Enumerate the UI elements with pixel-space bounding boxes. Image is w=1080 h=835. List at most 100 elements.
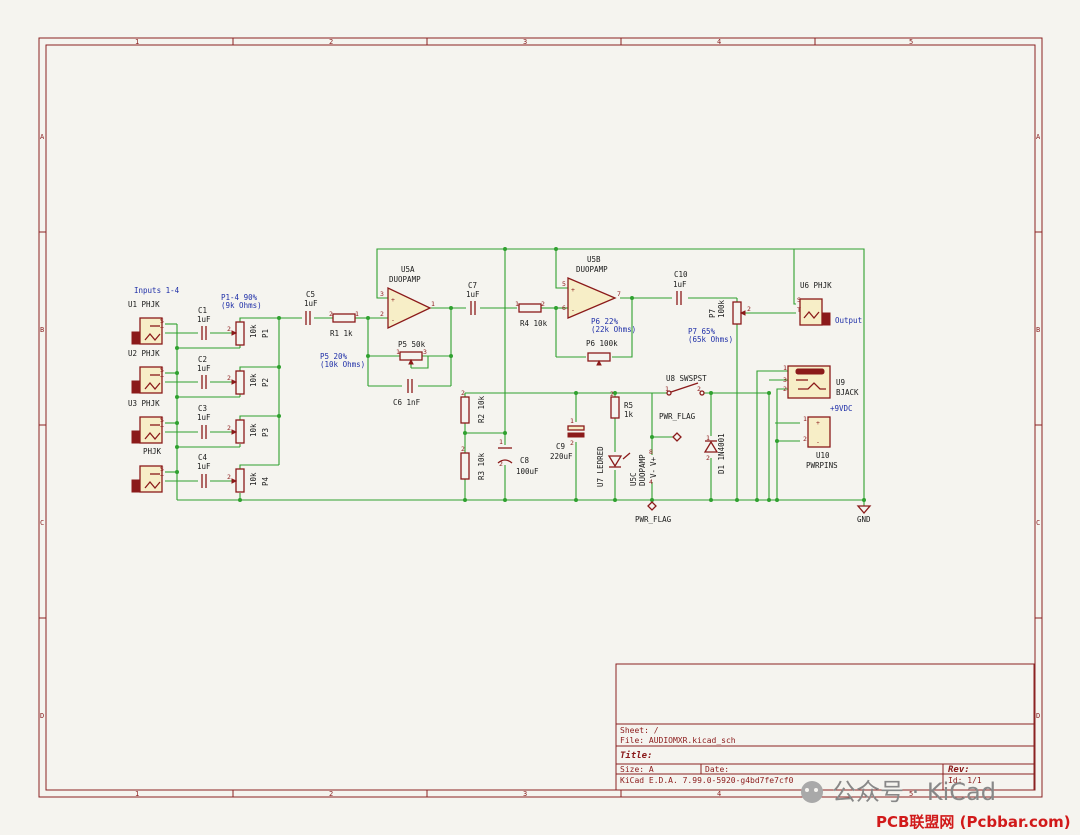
- svg-text:S: S: [160, 416, 164, 424]
- jack-u4[interactable]: [131, 465, 163, 493]
- potentiometer-p6[interactable]: [587, 352, 611, 366]
- svg-text:DUOPAMP: DUOPAMP: [576, 265, 608, 274]
- capacitor-c4[interactable]: [201, 474, 207, 488]
- svg-text:2: 2: [227, 424, 231, 432]
- resistor-r1[interactable]: [332, 313, 356, 323]
- svg-text:3: 3: [380, 290, 384, 298]
- svg-text:8: 8: [649, 448, 653, 456]
- ref-c3: C3: [198, 404, 207, 413]
- jack-u6[interactable]: [799, 298, 831, 326]
- title-block-size: Size: A: [620, 765, 654, 774]
- capacitor-c3[interactable]: [201, 425, 207, 439]
- svg-text:1: 1: [706, 434, 710, 442]
- capacitor-c10[interactable]: [676, 291, 682, 305]
- watermark-site: PCB联盟网 (Pcbbar.com): [876, 813, 1071, 831]
- svg-text:2: 2: [461, 389, 465, 397]
- svg-text:2: 2: [541, 300, 545, 308]
- potentiometer-p2[interactable]: [231, 370, 245, 395]
- svg-text:DUOPAMP: DUOPAMP: [638, 454, 647, 486]
- u10-minus: -: [816, 438, 820, 446]
- svg-text:2: 2: [610, 390, 614, 398]
- svg-text:1: 1: [396, 348, 400, 356]
- zone-col-2: 2: [329, 38, 333, 46]
- title-block-date: Date:: [705, 765, 729, 774]
- potentiometer-p3[interactable]: [231, 419, 245, 444]
- opamp-u5b[interactable]: + -: [567, 277, 617, 319]
- ref-c9: C9: [556, 442, 565, 451]
- capacitor-c8[interactable]: [497, 447, 513, 464]
- svg-text:10k: 10k: [249, 472, 258, 486]
- label-9vdc: +9VDC: [830, 404, 853, 413]
- capacitor-c2[interactable]: [201, 375, 207, 389]
- svg-text:2: 2: [706, 454, 710, 462]
- svg-text:3: 3: [423, 348, 427, 356]
- svg-text:1: 1: [355, 310, 359, 318]
- svg-text:2: 2: [783, 385, 787, 393]
- svg-text:10k: 10k: [249, 423, 258, 437]
- svg-text:S: S: [160, 366, 164, 374]
- capacitor-c5[interactable]: [305, 311, 311, 325]
- ref-r3: R3 10k: [477, 452, 486, 480]
- label-pwr-flag-2: PWR_FLAG: [635, 515, 672, 524]
- capacitor-c9[interactable]: [567, 425, 585, 438]
- note-p14b: (9k Ohms): [221, 301, 262, 310]
- svg-text:S: S: [160, 317, 164, 325]
- jack-u2[interactable]: [131, 366, 163, 394]
- barrel-jack-u9[interactable]: [787, 365, 831, 399]
- svg-text:2: 2: [227, 325, 231, 333]
- wires: [165, 248, 865, 506]
- ref-r5: R5: [624, 401, 633, 410]
- ref-p4: P4: [261, 476, 270, 486]
- label-gnd: GND: [857, 515, 871, 524]
- resistor-r5[interactable]: [610, 396, 620, 419]
- opamp-u5a[interactable]: + -: [387, 286, 432, 330]
- jack-u1[interactable]: [131, 317, 163, 345]
- svg-text:1uF: 1uF: [673, 280, 687, 289]
- note-p14: P1-4 90%: [221, 293, 258, 302]
- switch-u8[interactable]: [666, 382, 705, 396]
- potentiometer-p7[interactable]: [732, 301, 746, 325]
- capacitor-c7[interactable]: [470, 301, 476, 315]
- u5b-minus: -: [571, 306, 575, 314]
- resistor-r4[interactable]: [518, 303, 542, 313]
- svg-text:2: 2: [747, 305, 751, 313]
- svg-text:1: 1: [783, 364, 787, 372]
- jack-u3[interactable]: [131, 416, 163, 444]
- svg-text:2: 2: [227, 374, 231, 382]
- svg-text:2: 2: [461, 445, 465, 453]
- led-u7[interactable]: [607, 452, 631, 468]
- junctions: [175, 247, 866, 502]
- svg-text:1: 1: [499, 438, 503, 446]
- power-pins-u10[interactable]: + -: [807, 416, 831, 448]
- label-pwr-flag-1: PWR_FLAG: [659, 412, 696, 421]
- diode-d1[interactable]: [703, 440, 719, 453]
- ref-u5c: U5C: [629, 472, 638, 486]
- potentiometer-p5[interactable]: [399, 351, 423, 365]
- title-block-sheet: Sheet: /: [620, 726, 659, 735]
- svg-text:1uF: 1uF: [197, 315, 211, 324]
- zone-col-3: 3: [523, 38, 527, 46]
- note-p7: P7 65%: [688, 327, 716, 336]
- note-p6b: (22k Ohms): [591, 325, 636, 334]
- u5a-minus: -: [391, 316, 395, 324]
- ref-p6: P6 100k: [586, 339, 618, 348]
- svg-text:6: 6: [562, 304, 566, 312]
- svg-text:1: 1: [570, 417, 574, 425]
- ref-p7: P7: [708, 309, 717, 318]
- svg-text:4: 4: [649, 478, 653, 486]
- ref-u2: U2 PHJK: [128, 349, 160, 358]
- svg-text:2: 2: [227, 473, 231, 481]
- potentiometer-p1[interactable]: [231, 321, 245, 346]
- svg-text:1uF: 1uF: [197, 462, 211, 471]
- zone-col-2-bottom: 2: [329, 790, 333, 798]
- capacitor-c6[interactable]: [407, 379, 413, 393]
- note-p5: P5 20%: [320, 352, 348, 361]
- svg-text:T: T: [160, 375, 164, 383]
- potentiometer-p4[interactable]: [231, 468, 245, 493]
- capacitor-c1[interactable]: [201, 326, 207, 340]
- resistor-r3[interactable]: [460, 452, 470, 480]
- watermark: 公众号 · KiCad PCB联盟网 (Pcbbar.com): [801, 778, 1071, 831]
- svg-text:PWRPINS: PWRPINS: [806, 461, 838, 470]
- resistor-r2[interactable]: [460, 396, 470, 424]
- svg-text:DUOPAMP: DUOPAMP: [389, 275, 421, 284]
